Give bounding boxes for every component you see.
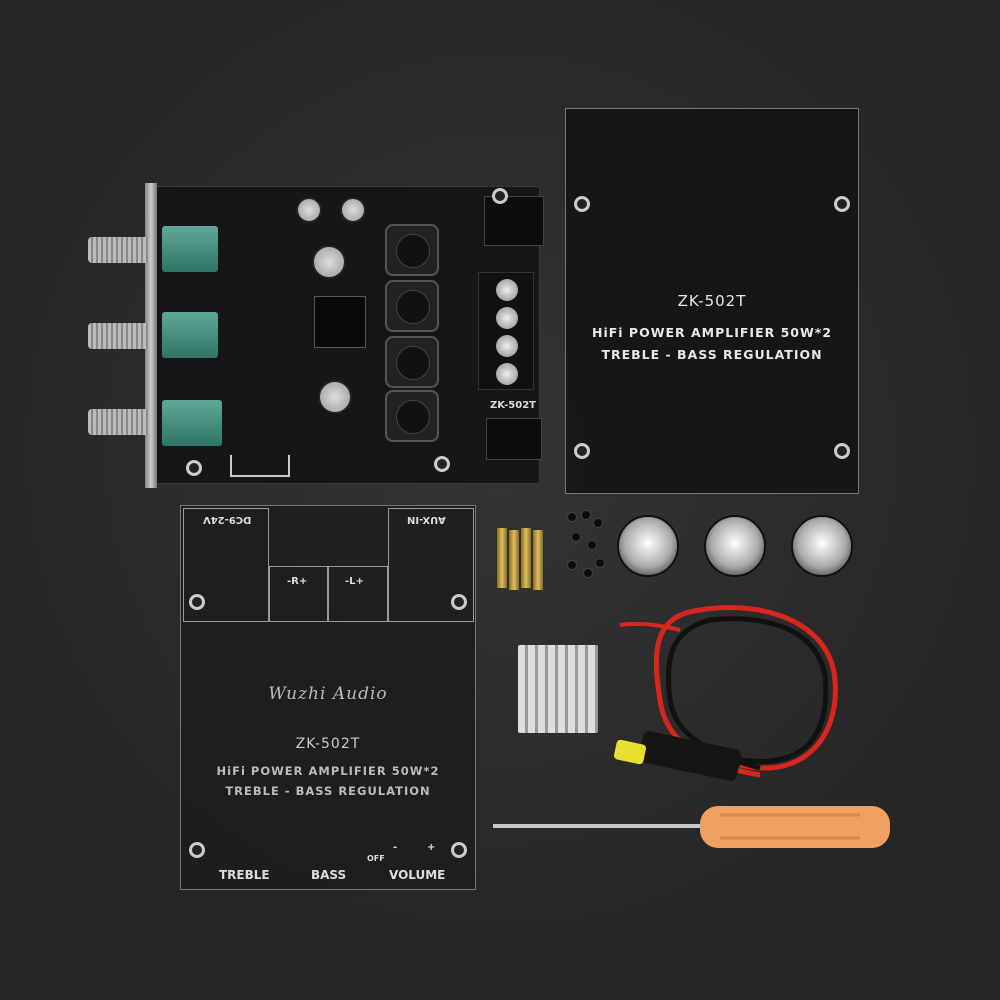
panel-line1: HiFi POWER AMPLIFIER 50W*2 <box>216 764 440 778</box>
volume-shaft <box>88 409 150 435</box>
inductor <box>385 280 439 332</box>
off-label: OFF <box>367 854 385 863</box>
brand-logo: Wuzhi Audio <box>268 684 388 704</box>
brass-standoff <box>509 530 519 590</box>
capacitor <box>318 380 352 414</box>
panel-line1: HiFi POWER AMPLIFIER 50W*2 <box>591 325 833 340</box>
volume-potentiometer <box>162 400 222 446</box>
bass-potentiometer <box>162 312 218 358</box>
panel-model: ZK-502T <box>295 736 361 752</box>
treble-shaft <box>88 237 150 263</box>
volume-label: VOLUME <box>389 868 446 882</box>
bass-label: BASS <box>311 868 347 882</box>
panel-line2: TREBLE - BASS REGULATION <box>601 347 823 362</box>
screws <box>565 510 607 588</box>
knob-cap <box>791 515 853 577</box>
capacitor <box>340 197 366 223</box>
inductor <box>385 390 439 442</box>
capacitor <box>296 197 322 223</box>
capacitor <box>312 245 346 279</box>
inductor <box>385 224 439 276</box>
knob-cap <box>704 515 766 577</box>
aux-jack <box>486 418 542 460</box>
bass-shaft <box>88 323 150 349</box>
speaker-terminal <box>478 272 534 390</box>
panel-line2: TREBLE - BASS REGULATION <box>225 784 431 798</box>
treble-potentiometer <box>162 226 218 272</box>
panel-model: ZK-502T <box>677 292 747 310</box>
bluetooth-antenna <box>230 455 290 477</box>
knob-cap <box>617 515 679 577</box>
bottom-acrylic-panel: DC9-24V AUX-IN -R+ -L+ Wuzhi Audio ZK-50… <box>180 505 476 890</box>
top-acrylic-panel: ZK-502T HiFi POWER AMPLIFIER 50W*2 TREBL… <box>565 108 859 494</box>
board-model-label: ZK-502T <box>490 400 536 411</box>
dc-jack <box>484 196 544 246</box>
plus-label: + <box>427 842 436 853</box>
minus-label: - <box>393 842 398 853</box>
treble-label: TREBLE <box>219 868 270 882</box>
left-channel-label: -L+ <box>345 576 364 587</box>
inductor <box>385 336 439 388</box>
right-channel-label: -R+ <box>287 576 308 587</box>
amplifier-chip <box>314 296 366 348</box>
heatsink <box>518 645 598 733</box>
